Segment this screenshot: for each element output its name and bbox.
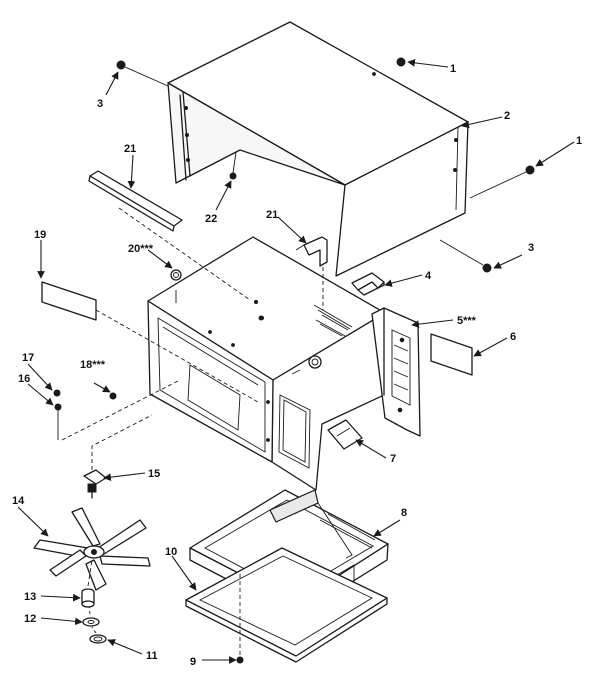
- screw-9: [236, 656, 244, 664]
- washer-11: [89, 634, 107, 644]
- oven-cavity-chassis: [147, 236, 386, 491]
- callout-21-left: 21: [124, 143, 136, 155]
- callout-4: 4: [425, 270, 432, 282]
- callout-8: 8: [401, 507, 407, 519]
- label-plate-19: [41, 281, 97, 321]
- callout-1-top: 1: [450, 63, 456, 75]
- screw-18: [109, 392, 117, 400]
- callout-9: 9: [190, 656, 196, 668]
- leader-arrows: [17, 59, 575, 664]
- base-cover: [185, 547, 388, 663]
- callout-16: 16: [18, 373, 30, 385]
- callout-6: 6: [510, 331, 516, 343]
- assembly-lines: [61, 207, 324, 655]
- stirrer-shaft-13: [81, 588, 95, 608]
- spacer-bracket-right: [351, 272, 385, 296]
- outer-cabinet-wrapper: [167, 21, 469, 277]
- callout-labels: 1 1 2 3 3 4 5*** 6 7 8 9 10 11 12 13 14 …: [12, 63, 582, 668]
- callout-22: 22: [205, 213, 217, 225]
- cabinet-screw-left: [116, 60, 169, 87]
- spacer-bracket-center: [295, 236, 328, 267]
- cabinet-screw-top: [396, 57, 406, 67]
- cabinet-screw-22: [229, 151, 237, 180]
- callout-18: 18***: [80, 359, 106, 371]
- callout-14: 14: [12, 495, 25, 507]
- cabinet-screw-lower-right: [439, 239, 492, 273]
- screw-20: [258, 315, 264, 321]
- callout-7: 7: [390, 453, 396, 465]
- callout-5: 5***: [457, 315, 477, 327]
- screw-16: [54, 403, 62, 440]
- callout-3-right: 3: [528, 242, 534, 254]
- screw-17: [53, 389, 61, 397]
- callout-10: 10: [165, 546, 177, 558]
- cabinet-screw-right: [469, 165, 535, 199]
- control-panel-bracket: [371, 307, 421, 437]
- callout-2: 2: [504, 110, 510, 122]
- callout-1-right: 1: [576, 135, 582, 147]
- callout-21-center: 21: [266, 209, 278, 221]
- callout-17: 17: [22, 352, 34, 364]
- callout-12: 12: [24, 613, 36, 625]
- spacer-strip-left: [88, 170, 183, 232]
- callout-13: 13: [24, 591, 36, 603]
- callout-3-left: 3: [97, 98, 103, 110]
- callout-15: 15: [148, 468, 160, 480]
- callout-11: 11: [146, 650, 158, 662]
- callout-20: 20***: [128, 243, 154, 255]
- label-plate-7: [327, 419, 363, 450]
- washer-12: [82, 617, 100, 627]
- stirrer-motor-bracket: [83, 469, 107, 499]
- stirrer-fan-blade: [33, 507, 151, 591]
- callout-19: 19: [34, 229, 46, 241]
- label-plate-6: [430, 333, 473, 376]
